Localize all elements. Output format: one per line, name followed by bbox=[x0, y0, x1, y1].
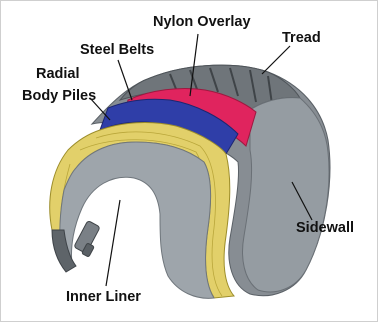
label-inner-liner: Inner Liner bbox=[66, 289, 141, 305]
label-radial-line2: Body Piles bbox=[22, 88, 96, 104]
label-tread: Tread bbox=[282, 30, 321, 46]
valve-stem-icon bbox=[74, 220, 100, 257]
inner-liner-layer bbox=[60, 142, 214, 298]
leader-inner-liner bbox=[106, 200, 120, 286]
label-steel-belts: Steel Belts bbox=[80, 42, 154, 58]
label-nylon-overlay: Nylon Overlay bbox=[153, 14, 251, 30]
sidewall-face bbox=[243, 98, 329, 292]
leader-tread bbox=[262, 46, 290, 74]
label-radial-line1: Radial bbox=[36, 66, 80, 82]
label-sidewall: Sidewall bbox=[296, 220, 354, 236]
